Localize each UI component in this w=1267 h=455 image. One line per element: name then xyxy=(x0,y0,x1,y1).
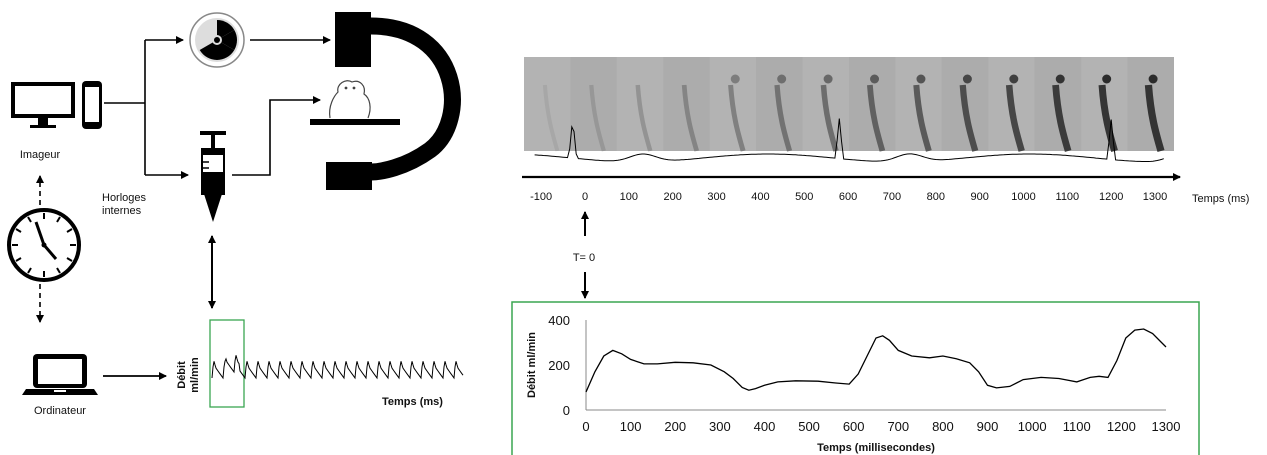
flow-series-line xyxy=(585,328,1167,393)
monitor-icon xyxy=(11,82,75,128)
time-tick-label: 0 xyxy=(582,191,588,203)
time-tick-label: 300 xyxy=(707,191,725,203)
vessel-contrast xyxy=(913,84,932,152)
time-tick-label: 600 xyxy=(839,191,857,203)
radiation-icon xyxy=(189,12,245,68)
vessel-contrast xyxy=(959,84,979,152)
xray-frame xyxy=(756,57,803,151)
x-tick-label: 200 xyxy=(664,419,686,434)
time-tick-label: 500 xyxy=(795,191,813,203)
vessel-bulb xyxy=(870,74,880,84)
mini-flow-chart: Débit ml/min Temps (ms) xyxy=(176,319,464,408)
vessel-bulb xyxy=(730,74,740,84)
sync-marker: T= 0 xyxy=(573,211,595,299)
mini-flow-wave xyxy=(211,355,464,380)
time-tick-label: 1000 xyxy=(1011,191,1035,203)
vessel-contrast xyxy=(774,84,793,152)
imager-label: Imageur xyxy=(20,149,61,161)
time-tick-label: 800 xyxy=(927,191,945,203)
vessel-contrast xyxy=(681,84,699,152)
subject-on-table-icon xyxy=(310,80,400,125)
imager-connectors xyxy=(104,36,331,179)
vessel-bulb xyxy=(823,74,833,84)
time-tick-label: 200 xyxy=(664,191,682,203)
computer-label: Ordinateur xyxy=(34,405,86,417)
vessel-contrast xyxy=(867,84,886,152)
time-tick-label: 1200 xyxy=(1099,191,1123,203)
y-tick-label: 0 xyxy=(563,403,570,418)
xray-frame xyxy=(616,57,664,151)
laptop-icon xyxy=(22,354,98,395)
vessel-contrast xyxy=(635,84,653,152)
flow-ylabel: Débit ml/min xyxy=(526,332,538,398)
x-tick-label: 400 xyxy=(754,419,776,434)
vessel-bulb xyxy=(1148,74,1158,84)
time-axis-title: Temps (ms) xyxy=(1192,193,1249,205)
flow-chart-frame xyxy=(511,301,1200,455)
vessel-bulb xyxy=(916,74,926,84)
vessel-bulb xyxy=(962,74,972,84)
mini-highlight-box xyxy=(209,319,245,408)
x-tick-label: 1200 xyxy=(1107,419,1136,434)
flow-chart: 0 200 400 0 100 200 300 400 500 600 700 800 900 1000… xyxy=(511,301,1200,455)
vessel-contrast xyxy=(589,84,606,152)
time-tick-label: 1100 xyxy=(1056,191,1080,203)
vessel-contrast xyxy=(1005,84,1025,152)
time-tick-label: 400 xyxy=(751,191,769,203)
x-tick-label: 500 xyxy=(798,419,820,434)
time-tick-label: 1300 xyxy=(1143,191,1167,203)
injector-syringe-icon xyxy=(200,131,226,222)
x-tick-label: 100 xyxy=(620,419,642,434)
time-tick-label: 100 xyxy=(620,191,638,203)
vessel-bulb xyxy=(1009,74,1019,84)
y-tick-label: 400 xyxy=(548,313,570,328)
time-tick-label: 700 xyxy=(883,191,901,203)
x-tick-label: 900 xyxy=(977,419,999,434)
angiography-strip: -100 0 100 200 300 400 500 600 700 800 900 1000 1100… xyxy=(522,57,1249,205)
x-tick-label: 600 xyxy=(843,419,865,434)
xray-frame xyxy=(570,57,617,151)
mini-ylabel-line2: ml/min xyxy=(189,357,201,393)
mini-xlabel: Temps (ms) xyxy=(382,396,443,408)
flow-xlabel: Temps (millisecondes) xyxy=(817,442,935,454)
clocks-label-line1: Horloges xyxy=(102,192,147,204)
vessel-contrast xyxy=(728,84,746,152)
sync-label: T= 0 xyxy=(573,252,595,264)
vessel-bulb xyxy=(1102,74,1112,84)
x-tick-label: 800 xyxy=(932,419,954,434)
x-tick-label: 1300 xyxy=(1152,419,1181,434)
xray-frame xyxy=(663,57,710,151)
time-tick-label: -100 xyxy=(530,191,552,203)
vessel-contrast xyxy=(820,84,839,152)
xray-frame xyxy=(709,57,757,151)
vessel-contrast xyxy=(1144,84,1165,153)
x-tick-label: 1000 xyxy=(1018,419,1047,434)
mini-ylabel-line1: Débit xyxy=(176,361,188,389)
c-arm-icon xyxy=(326,12,461,190)
y-tick-label: 200 xyxy=(548,358,570,373)
clock-icon xyxy=(7,208,81,282)
x-tick-label: 0 xyxy=(582,419,589,434)
time-tick-label: 900 xyxy=(970,191,988,203)
vessel-bulb xyxy=(777,74,787,84)
phone-icon xyxy=(82,81,102,129)
vessel-contrast xyxy=(1052,84,1072,152)
imager-workstation: Imageur xyxy=(11,81,102,161)
x-tick-label: 300 xyxy=(709,419,731,434)
ecg-trace xyxy=(534,118,1164,162)
vessel-bulb xyxy=(1055,74,1065,84)
x-tick-label: 700 xyxy=(887,419,909,434)
x-tick-label: 1100 xyxy=(1063,419,1091,434)
vessel-contrast xyxy=(542,84,560,152)
vessel-contrast xyxy=(1098,84,1118,152)
clocks-label-line2: internes xyxy=(102,205,142,217)
xray-frame xyxy=(524,57,571,151)
